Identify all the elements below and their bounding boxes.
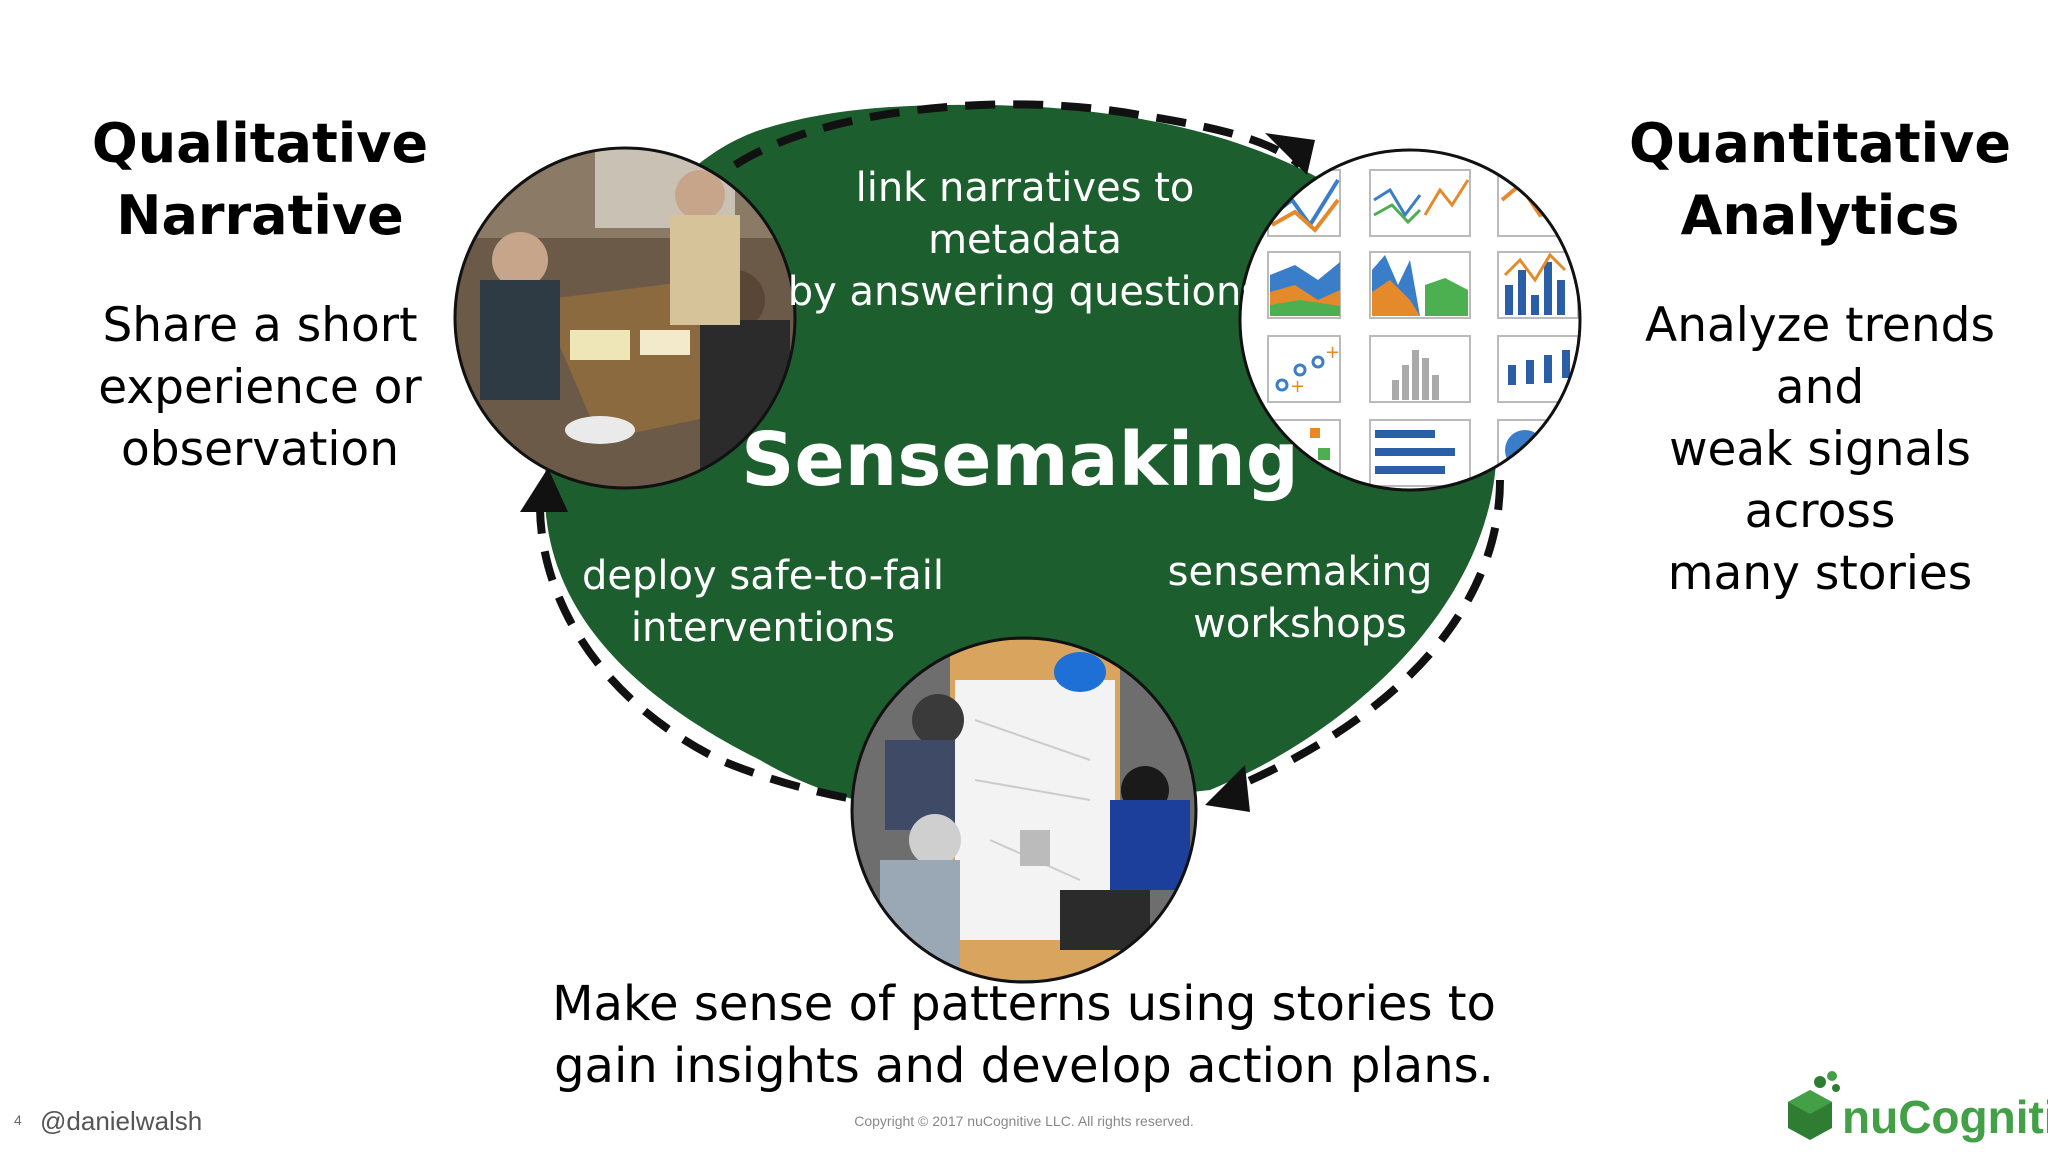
arrowhead-to-analytics [1265,133,1315,175]
right-description: Analyze trends and weak signals across m… [1594,295,2046,605]
left-heading-line1: Qualitative [91,112,429,175]
left-cycle-label-line2: interventions [630,605,896,651]
right-heading: Quantitative Analytics [1620,108,2020,252]
left-description: Share a short experience or observation [80,295,440,481]
right-desc-line2: weak signals across [1669,422,1971,539]
left-heading-line2: Narrative [116,184,404,247]
center-title: Sensemaking [741,417,1299,503]
workshop-photo [852,638,1196,982]
right-cycle-label-line1: sensemaking [1167,549,1433,595]
left-heading: Qualitative Narrative [80,108,440,252]
left-desc-line3: observation [121,422,399,477]
right-cycle-label-line2: workshops [1193,601,1407,647]
top-cycle-label-line2: by answering questions [787,269,1263,315]
nucognitive-logo-icon [1788,1071,1840,1140]
bottom-caption: Make sense of patterns using stories to … [500,973,1548,1097]
right-heading-line2: Analytics [1680,184,1960,247]
slide-number: 4 [14,1112,22,1128]
author-handle: @danielwalsh [40,1106,203,1136]
svg-text:+: + [1290,376,1305,397]
bottom-caption-line1: Make sense of patterns using stories to [552,976,1496,1032]
arrowhead-to-workshops [1205,765,1250,812]
left-desc-line2: experience or [98,360,422,415]
bottom-caption-line2: gain insights and develop action plans. [554,1038,1494,1094]
left-cycle-label: deploy safe-to-fail interventions [568,550,958,654]
copyright-notice: Copyright © 2017 nuCognitive LLC. All ri… [854,1113,1194,1129]
right-desc-line3: many stories [1667,546,1973,601]
top-cycle-label: link narratives to metadata by answering… [760,162,1290,318]
right-heading-line1: Quantitative [1629,112,2011,175]
brand-name: nuCognitive [1842,1091,2048,1143]
left-cycle-label-line1: deploy safe-to-fail [582,553,944,599]
right-desc-line1: Analyze trends and [1645,298,1995,415]
right-cycle-label: sensemaking workshops [1150,546,1450,650]
top-cycle-label-line1: link narratives to metadata [855,165,1195,263]
left-desc-line1: Share a short [102,298,418,353]
arrowhead-to-narrative [520,468,568,512]
svg-text:+: + [1325,342,1340,363]
